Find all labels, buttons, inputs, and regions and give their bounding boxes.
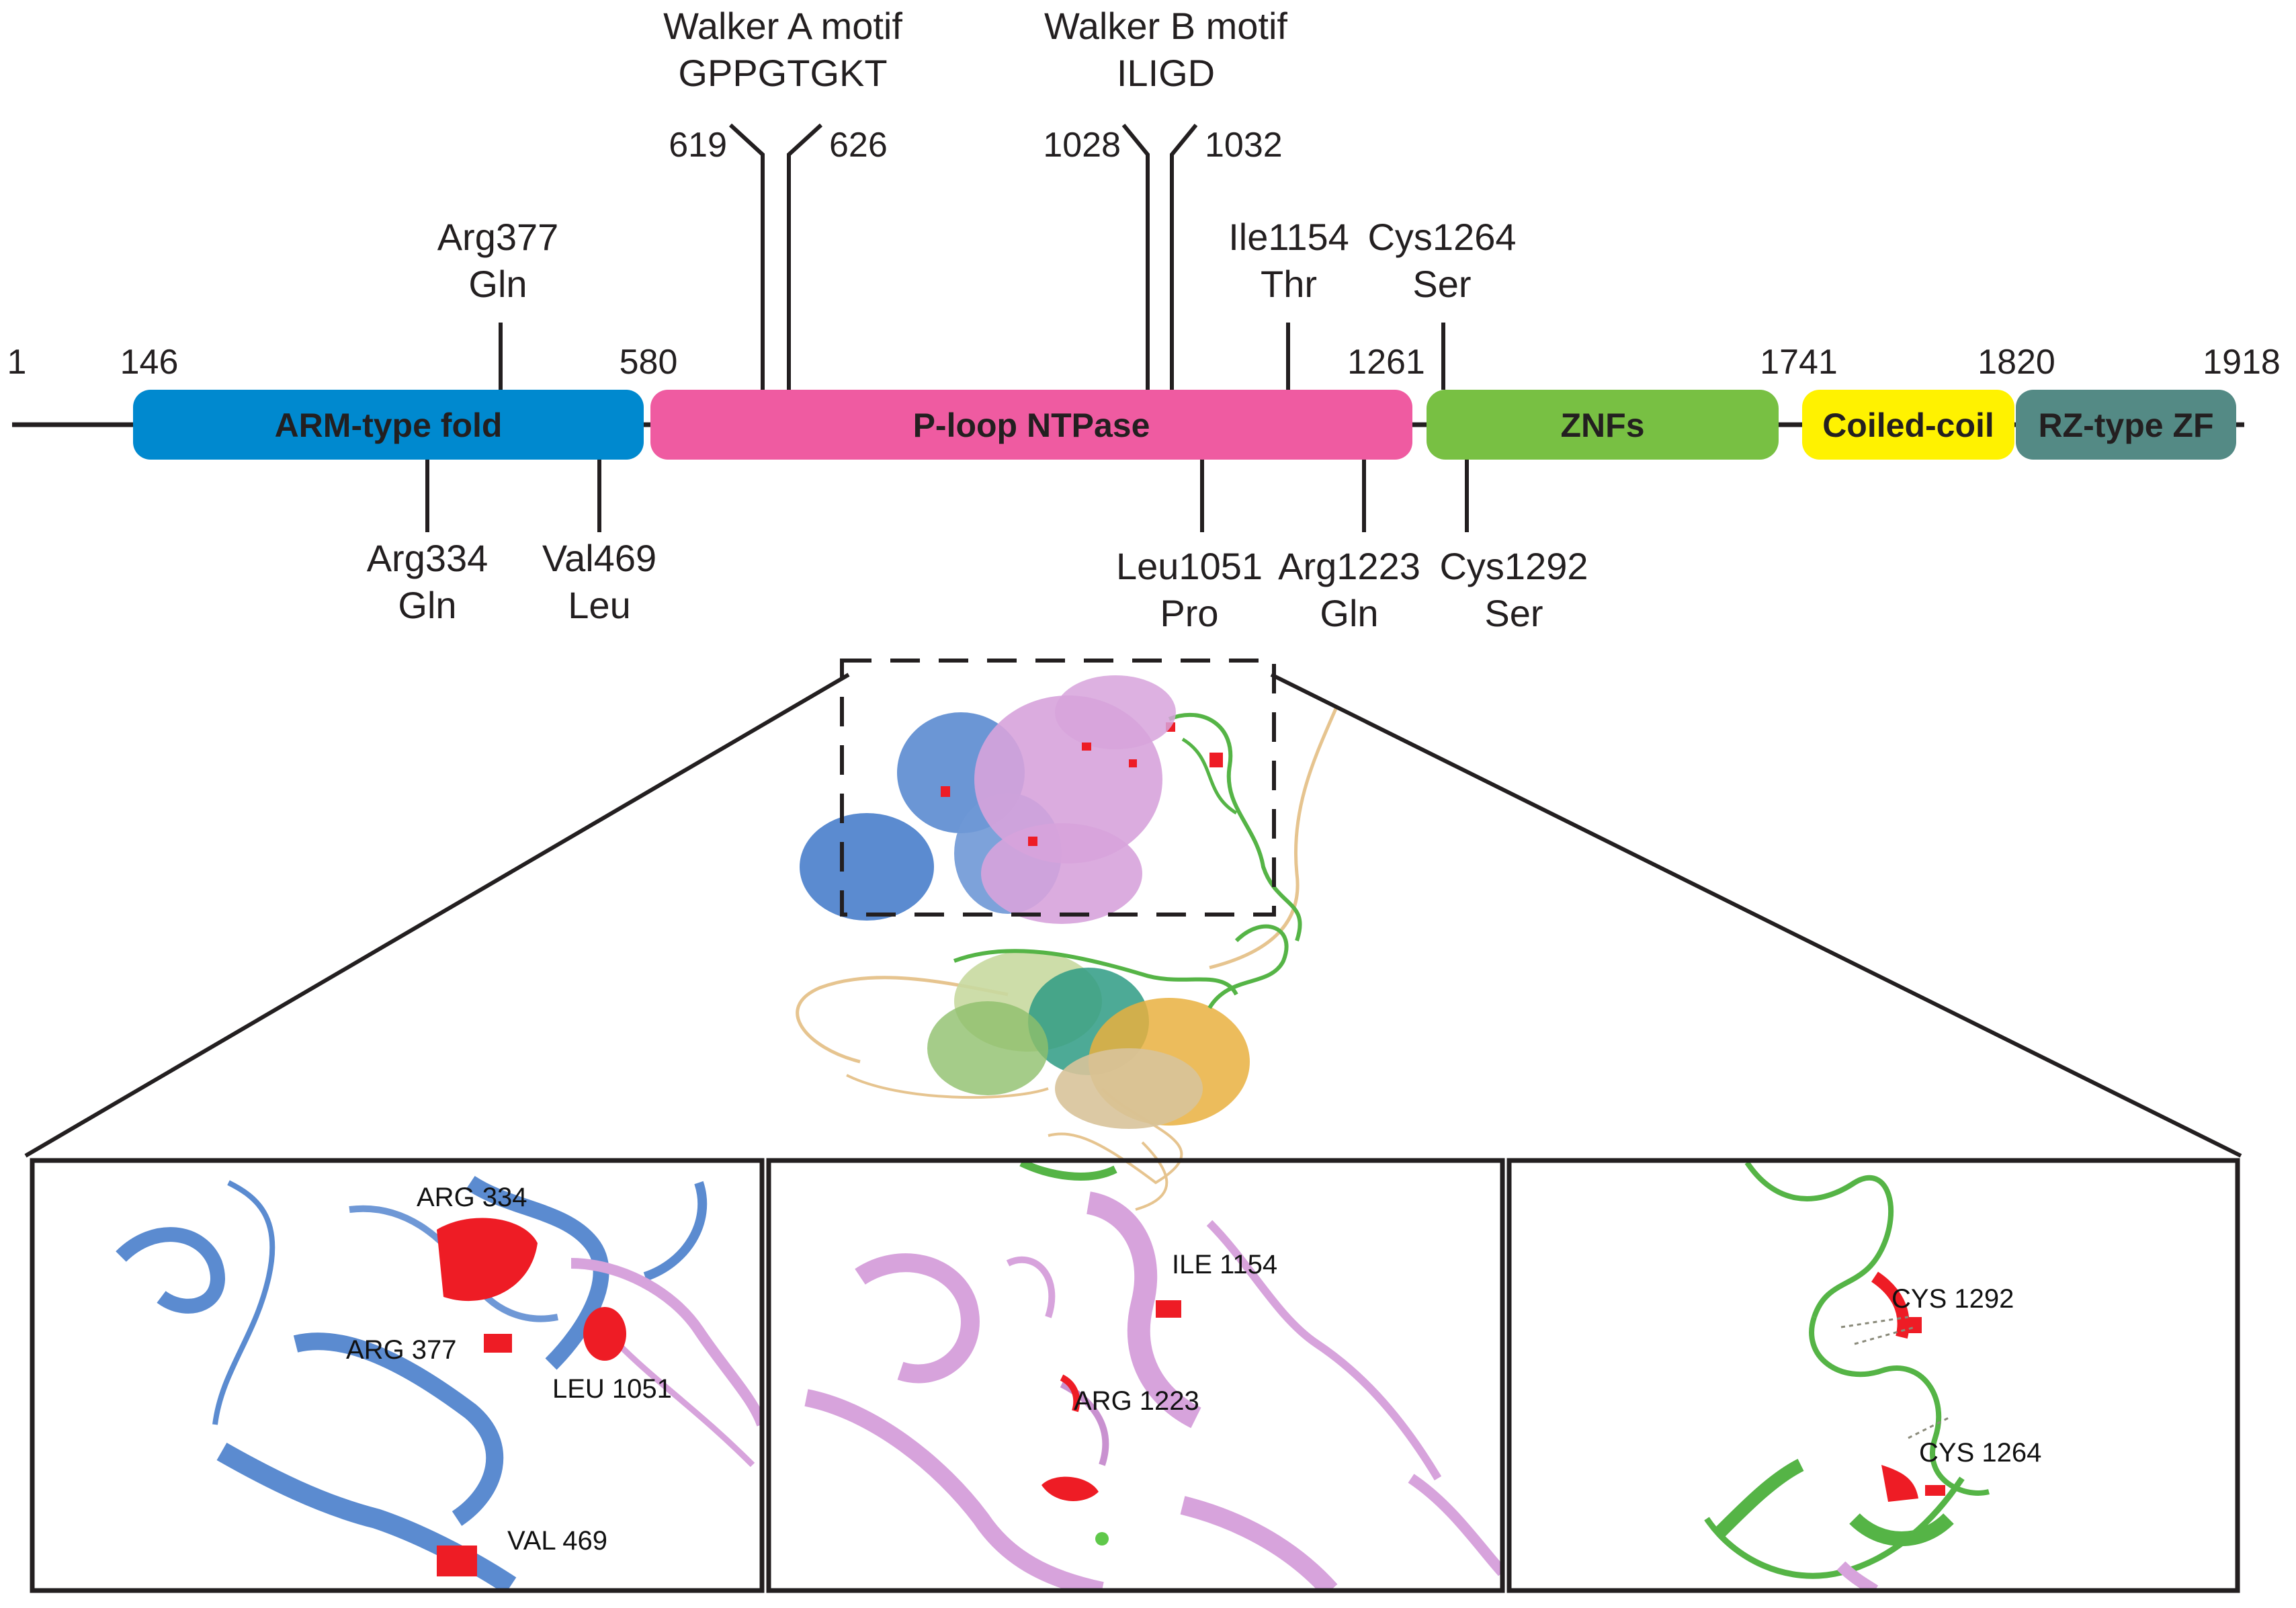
residue-val469: VAL 469 (507, 1526, 607, 1556)
rz-domain-label: RZ-type ZF (2038, 407, 2213, 444)
domain-map: ARM-type fold P-loop NTPase ZNFs Coiled-… (7, 5, 2281, 634)
walker-a-sequence: GPPGTGKT (678, 52, 887, 94)
variant-cys1292: Cys1292 Ser (1439, 460, 1588, 634)
walker-a-start-tick (728, 123, 765, 390)
arm-domain (133, 390, 644, 460)
position-1741: 1741 (1760, 343, 1838, 382)
walker-b-motif: Walker B motif ILIGD 1028 1032 (1043, 5, 1287, 390)
variant-arg1223: Arg1223 Gln (1278, 460, 1420, 634)
coiled-coil-domain (1802, 390, 2014, 460)
variant-val469-alt: Leu (568, 584, 630, 626)
walker-b-start-tick (1121, 124, 1150, 390)
full-structure-view (796, 675, 1339, 1211)
arm-domain-label: ARM-type fold (275, 407, 503, 444)
walker-a-start: 619 (669, 126, 727, 165)
residue-arg1223: ARG 1223 (1074, 1386, 1199, 1416)
walker-a-end: 626 (829, 126, 888, 165)
position-146: 146 (120, 343, 179, 382)
detail-panel-znf: CYS 1292 CYS 1264 (1506, 1158, 2240, 1593)
residue-cys1292: CYS 1292 (1891, 1284, 2014, 1314)
position-580: 580 (620, 343, 678, 382)
znf-domain-label: ZNFs (1561, 407, 1645, 444)
residue-arg377: ARG 377 (346, 1335, 457, 1365)
variant-cys1264-alt: Ser (1412, 263, 1471, 305)
variant-cys1292-ref: Cys1292 (1439, 545, 1588, 587)
coiled-coil-label: Coiled-coil (1822, 407, 1994, 444)
rz-domain (2016, 390, 2236, 460)
znf-domain (1427, 390, 1779, 460)
variant-cys1292-alt: Ser (1484, 592, 1543, 634)
residue-arg334: ARG 334 (417, 1183, 527, 1212)
position-1918: 1918 (2203, 343, 2281, 382)
variant-arg377-alt: Gln (468, 263, 527, 305)
zoom-line-left (24, 673, 850, 1158)
variant-leu1051: Leu1051 Pro (1116, 460, 1263, 634)
walker-a-name: Walker A motif (663, 5, 902, 47)
position-1820: 1820 (1978, 343, 2055, 382)
variant-arg334: Arg334 Gln (367, 460, 488, 626)
variant-arg334-ref: Arg334 (367, 537, 488, 579)
walker-b-name: Walker B motif (1044, 5, 1287, 47)
zoom-line-right (1270, 673, 2242, 1158)
position-1261: 1261 (1347, 343, 1425, 382)
walker-b-end-tick (1170, 124, 1198, 390)
variant-arg1223-ref: Arg1223 (1278, 545, 1420, 587)
ploop-domain (650, 390, 1412, 460)
variant-ile1154-alt: Thr (1261, 263, 1317, 305)
variant-ile1154-ref: Ile1154 (1228, 216, 1349, 258)
walker-b-end: 1032 (1205, 126, 1283, 165)
residue-ile1154: ILE 1154 (1172, 1250, 1277, 1279)
variant-arg377: Arg377 Gln (437, 216, 559, 390)
variant-arg1223-alt: Gln (1320, 592, 1378, 634)
walker-b-start: 1028 (1043, 126, 1121, 165)
walker-b-sequence: ILIGD (1117, 52, 1215, 94)
zoom-region-box (840, 659, 1276, 917)
position-1: 1 (7, 343, 27, 382)
variant-val469: Val469 Leu (542, 460, 656, 626)
variant-arg377-ref: Arg377 (437, 216, 559, 258)
walker-a-end-tick (787, 123, 823, 390)
residue-leu1051: LEU 1051 (552, 1374, 672, 1404)
variant-leu1051-alt: Pro (1160, 592, 1218, 634)
variant-arg334-alt: Gln (398, 584, 456, 626)
detail-panel-arm: ARG 334 ARG 377 LEU 1051 VAL 469 (30, 1158, 765, 1593)
detail-panel-ploop: ILE 1154 ARG 1223 (766, 1158, 1505, 1593)
variant-val469-ref: Val469 (542, 537, 656, 579)
variant-ile1154: Ile1154 Thr (1228, 216, 1349, 390)
variant-cys1264: Cys1264 Ser (1367, 216, 1517, 390)
variant-cys1264-ref: Cys1264 (1367, 216, 1516, 258)
residue-cys1264: CYS 1264 (1919, 1438, 2041, 1468)
walker-a-motif: Walker A motif GPPGTGKT 619 626 (663, 5, 902, 390)
variant-leu1051-ref: Leu1051 (1116, 545, 1263, 587)
ploop-domain-label: P-loop NTPase (913, 407, 1150, 444)
